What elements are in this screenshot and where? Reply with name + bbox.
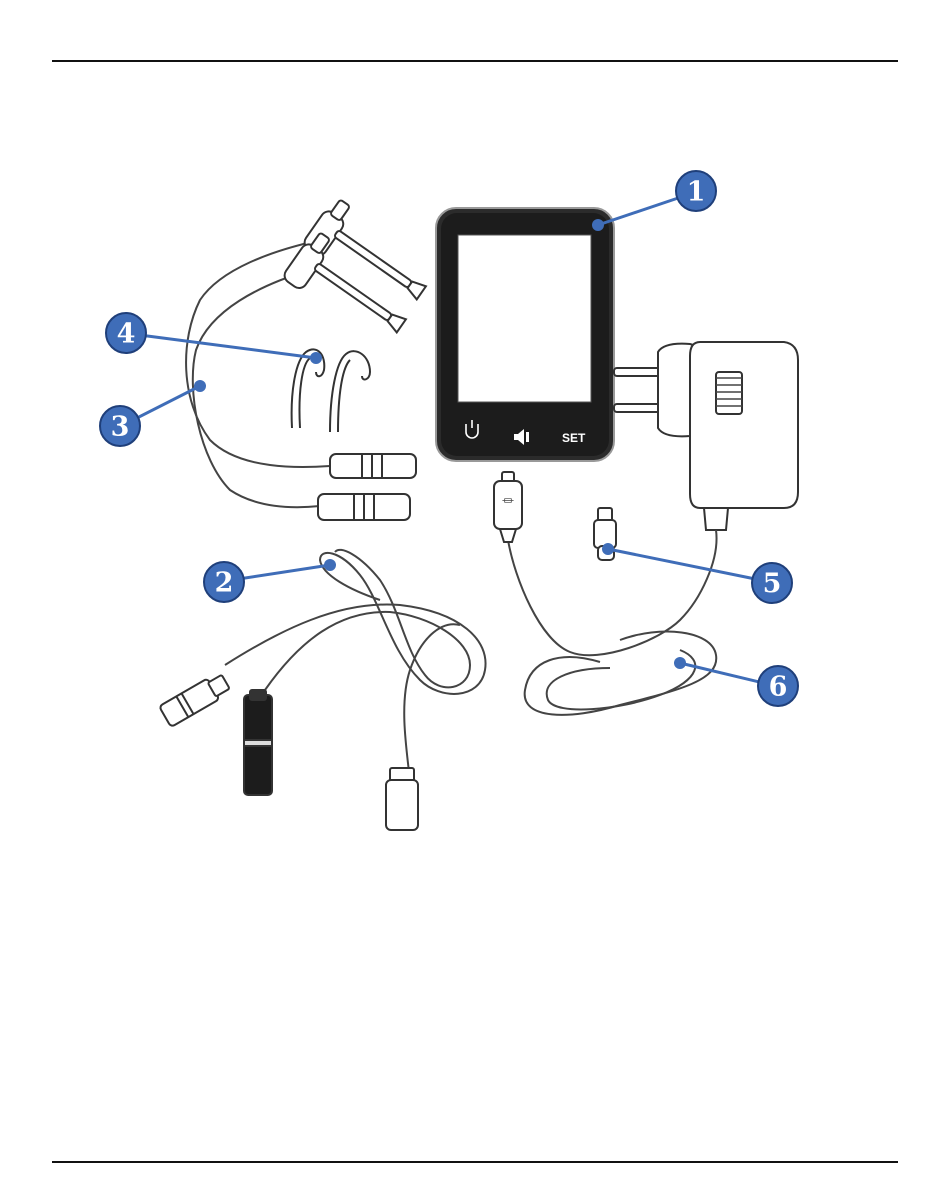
svg-text:⏛: ⏛ <box>502 494 514 508</box>
cable-connectors <box>159 671 418 830</box>
lead-connectors <box>318 454 416 520</box>
probe-clips <box>281 196 438 350</box>
hook-wires <box>292 349 370 432</box>
callout-5-number: 5 <box>763 569 782 600</box>
callout-4-number: 4 <box>117 319 136 350</box>
set-button-label: SET <box>562 431 586 445</box>
callout-2-number: 2 <box>215 568 234 599</box>
callout-6-number: 6 <box>769 672 788 703</box>
callout-2: 2 <box>204 562 244 602</box>
callout-3: 3 <box>100 406 140 446</box>
callout-6: 6 <box>758 666 798 706</box>
callout-5: 5 <box>752 563 792 603</box>
callout-3-number: 3 <box>111 412 130 443</box>
callout-1-number: 1 <box>687 177 706 208</box>
callout-1: 1 <box>676 171 716 211</box>
micro-usb-plug: ⏛ <box>494 472 522 542</box>
callout-4: 4 <box>106 313 146 353</box>
device-unit: SET <box>436 208 614 461</box>
power-adapter <box>614 342 798 530</box>
device-screen <box>458 235 591 402</box>
